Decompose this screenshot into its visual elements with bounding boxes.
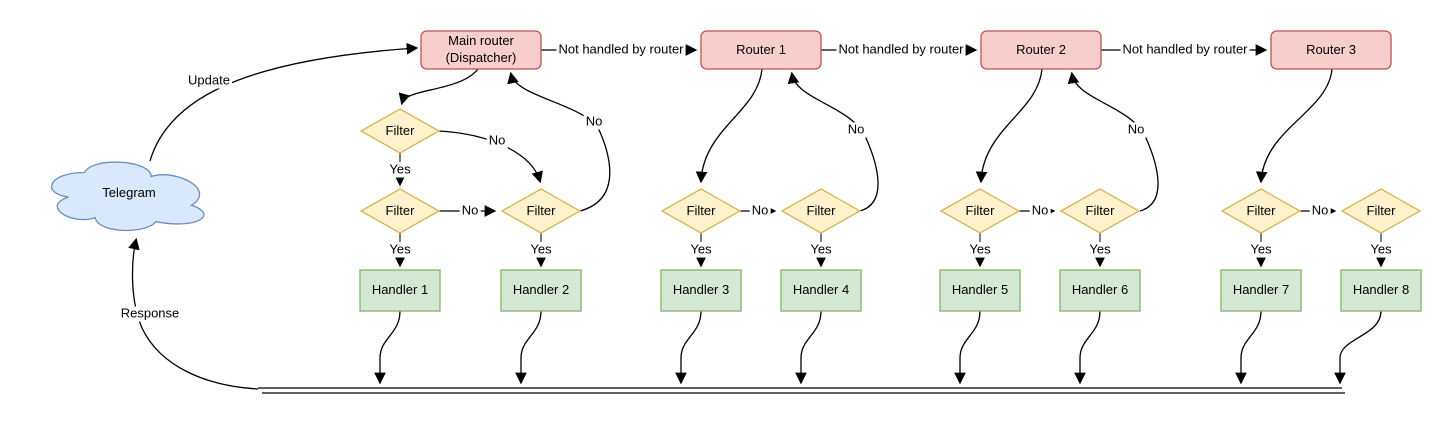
router-1-label: Router 1 bbox=[736, 41, 786, 57]
yes-label-8: Yes bbox=[1368, 241, 1394, 258]
node-handler-7 bbox=[1220, 269, 1302, 312]
edge-router3-to-filter bbox=[1255, 68, 1333, 184]
filter-label-1: Filter bbox=[385, 202, 415, 218]
filter-label-7: Filter bbox=[1246, 202, 1276, 218]
telegram-cloud-shape bbox=[50, 161, 205, 232]
handler-5-label: Handler 5 bbox=[951, 282, 1009, 298]
filter-label-3: Filter bbox=[686, 202, 716, 218]
edge-no-return-dispatcher bbox=[507, 71, 611, 212]
filter-diamond-1 bbox=[359, 188, 441, 234]
edge-handler6-to-bus bbox=[1074, 310, 1101, 385]
edge-response bbox=[128, 237, 259, 390]
edge-router1-to-filter bbox=[695, 68, 763, 184]
not-handled-label-1: Not handled by router bbox=[556, 41, 686, 58]
telegram-cloud-label: Telegram bbox=[40, 152, 218, 234]
node-main-router bbox=[420, 30, 542, 70]
edge-handler7-to-bus bbox=[1235, 310, 1262, 385]
filter-label-6: Filter bbox=[1085, 202, 1115, 218]
edge-no-return-router2 bbox=[1067, 71, 1159, 212]
edge-handler1-to-bus bbox=[374, 310, 401, 385]
main-router-label: Main router (Dispatcher) bbox=[445, 33, 517, 65]
filter-diamond-6 bbox=[1059, 188, 1141, 234]
yes-label-7: Yes bbox=[1248, 241, 1274, 258]
filter-diamond-3 bbox=[660, 188, 742, 234]
no-label-top-filter: No bbox=[486, 132, 508, 149]
edge-handler4-to-bus bbox=[795, 310, 822, 385]
update-label: Update bbox=[186, 72, 232, 89]
filter-diamond-8 bbox=[1340, 188, 1422, 234]
handler-7-label: Handler 7 bbox=[1232, 282, 1290, 298]
node-handler-3 bbox=[660, 269, 742, 312]
node-router-2 bbox=[980, 30, 1102, 70]
edge-dispatcher-to-filter bbox=[398, 68, 479, 106]
handler-6-label: Handler 6 bbox=[1071, 282, 1129, 298]
edge-router2-to-filter bbox=[975, 68, 1043, 184]
handler-2-label: Handler 2 bbox=[512, 282, 570, 298]
yes-label-top: Yes bbox=[387, 161, 413, 178]
filter-label-0: Filter bbox=[385, 122, 415, 138]
node-handler-5 bbox=[939, 269, 1021, 312]
yes-label-4: Yes bbox=[808, 241, 834, 258]
not-handled-label-3: Not handled by router bbox=[1120, 41, 1250, 58]
filter-label-4: Filter bbox=[806, 202, 836, 218]
filter-diamond-7 bbox=[1220, 188, 1302, 234]
handler-3-label: Handler 3 bbox=[672, 282, 730, 298]
router-2-label: Router 2 bbox=[1016, 41, 1066, 57]
edge-handler3-to-bus bbox=[675, 310, 702, 385]
node-handler-8 bbox=[1340, 269, 1422, 312]
yes-label-6: Yes bbox=[1087, 241, 1113, 258]
yes-label-2: Yes bbox=[528, 241, 554, 258]
edge-handler8-to-bus bbox=[1334, 310, 1382, 385]
not-handled-label-2: Not handled by router bbox=[836, 41, 966, 58]
no-label-return-router1: No bbox=[845, 121, 867, 138]
no-label-pair-1: No bbox=[459, 202, 481, 219]
node-handler-2 bbox=[500, 269, 582, 312]
no-label-return-dispatcher: No bbox=[583, 113, 605, 130]
node-router-1 bbox=[700, 30, 822, 70]
filter-diamond-4 bbox=[780, 188, 862, 234]
filter-label-5: Filter bbox=[965, 202, 995, 218]
edge-update bbox=[149, 42, 419, 162]
filter-diamond-5 bbox=[939, 188, 1021, 234]
no-label-pair-3: No bbox=[1029, 202, 1051, 219]
filter-label-2: Filter bbox=[526, 202, 556, 218]
no-label-return-router2: No bbox=[1125, 121, 1147, 138]
yes-label-3: Yes bbox=[688, 241, 714, 258]
no-label-pair-4: No bbox=[1309, 202, 1331, 219]
response-label: Response bbox=[118, 305, 182, 322]
node-router-3 bbox=[1270, 30, 1392, 70]
telegram-label-text: Telegram bbox=[102, 184, 156, 200]
edge-handler5-to-bus bbox=[954, 310, 981, 385]
edge-no-return-router1 bbox=[787, 71, 879, 212]
filter-label-8: Filter bbox=[1366, 202, 1396, 218]
node-handler-1 bbox=[359, 269, 441, 312]
node-handler-4 bbox=[780, 269, 862, 312]
filter-diamond-0 bbox=[359, 108, 441, 154]
router-3-label: Router 3 bbox=[1306, 41, 1356, 57]
yes-label-1: Yes bbox=[387, 241, 413, 258]
filter-diamond-2 bbox=[500, 188, 582, 234]
edge-handler2-to-bus bbox=[515, 310, 542, 385]
node-handler-6 bbox=[1059, 269, 1141, 312]
handler-8-label: Handler 8 bbox=[1352, 282, 1410, 298]
no-label-pair-2: No bbox=[749, 202, 771, 219]
handler-1-label: Handler 1 bbox=[371, 282, 429, 298]
handler-4-label: Handler 4 bbox=[792, 282, 850, 298]
yes-label-5: Yes bbox=[967, 241, 993, 258]
